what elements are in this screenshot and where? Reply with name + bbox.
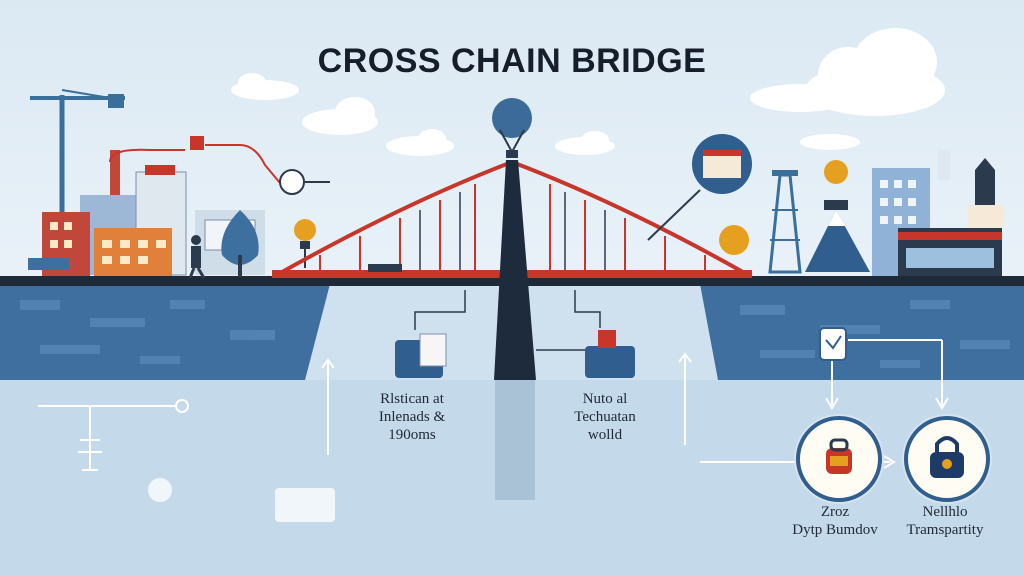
wallet-icon xyxy=(585,330,635,378)
crane-icon xyxy=(30,89,125,230)
balloon-icon xyxy=(492,98,532,158)
bag-icon xyxy=(826,438,852,474)
factory-icon xyxy=(42,150,265,276)
mountain-icon xyxy=(805,210,870,272)
link-icon xyxy=(279,169,330,195)
building-icon xyxy=(692,134,752,194)
coin-icon xyxy=(719,225,749,255)
bridge-tower xyxy=(494,160,536,380)
tree-icon xyxy=(221,210,259,277)
right-caption-1: Zroz Dytp Bumdov xyxy=(792,504,878,538)
cloud-icon xyxy=(750,28,945,116)
lock-badge xyxy=(904,416,990,502)
bag-badge xyxy=(796,416,882,502)
radio-tower-icon xyxy=(768,170,802,274)
left-caption: Rlstican at Inlenads & 190oms xyxy=(378,391,446,443)
person-icon xyxy=(188,235,206,279)
bridge xyxy=(272,160,752,380)
lock-icon xyxy=(930,436,964,478)
city-right xyxy=(872,150,1004,276)
document-icon xyxy=(395,333,447,378)
right-caption-2: Nellhlo Tramspartity xyxy=(906,504,984,538)
center-caption: Nuto al Techuatan wolld xyxy=(574,391,636,443)
page-title: CROSS CHAIN BRIDGE xyxy=(317,42,707,80)
bitcoin-icon xyxy=(824,160,848,210)
shield-icon xyxy=(819,327,847,361)
